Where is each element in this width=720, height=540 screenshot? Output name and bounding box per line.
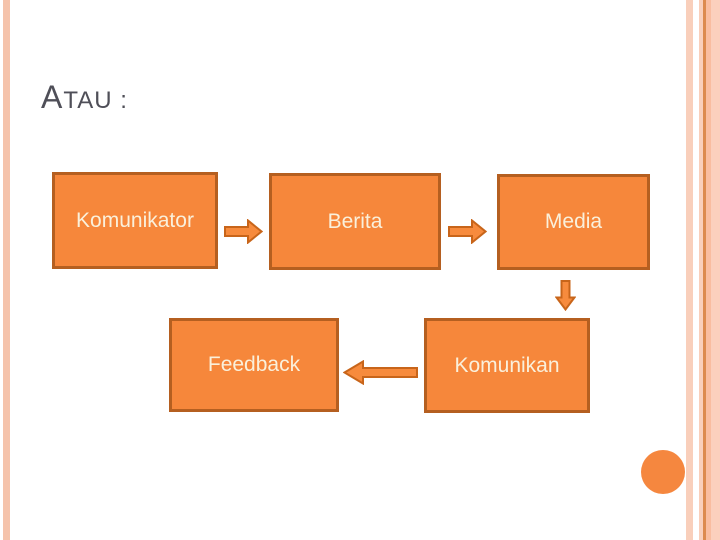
arrow-down-icon-media-komunikan	[555, 280, 576, 311]
node-komunikator: Komunikator	[52, 172, 218, 269]
decorative-circle	[641, 450, 685, 494]
arrow-left-icon-komunikan-feedback	[343, 360, 418, 385]
slide-title-lead: A	[41, 79, 64, 115]
right-border-stripe-2	[699, 0, 703, 540]
slide-title-rest: TAU :	[63, 87, 128, 114]
node-feedback: Feedback	[169, 318, 339, 412]
node-komunikator-label: Komunikator	[76, 208, 194, 232]
node-berita-label: Berita	[327, 209, 383, 233]
arrow-right-icon-komunikator-berita	[224, 219, 263, 244]
right-border-stripe-dark-line	[703, 0, 706, 540]
slide-title: ATAU :	[41, 81, 128, 117]
node-komunikan: Komunikan	[424, 318, 590, 413]
arrow-right-icon-berita-media	[448, 219, 487, 244]
node-feedback-label: Feedback	[207, 353, 301, 376]
right-border-stripe-1	[686, 0, 693, 540]
node-berita: Berita	[269, 173, 441, 270]
right-border-stripe-3	[706, 0, 711, 540]
node-media: Media	[497, 174, 650, 270]
right-border-stripe-4	[711, 0, 720, 540]
left-border-stripe	[3, 0, 10, 540]
node-komunikan-label: Komunikan	[454, 353, 560, 377]
node-media-label: Media	[544, 210, 603, 233]
